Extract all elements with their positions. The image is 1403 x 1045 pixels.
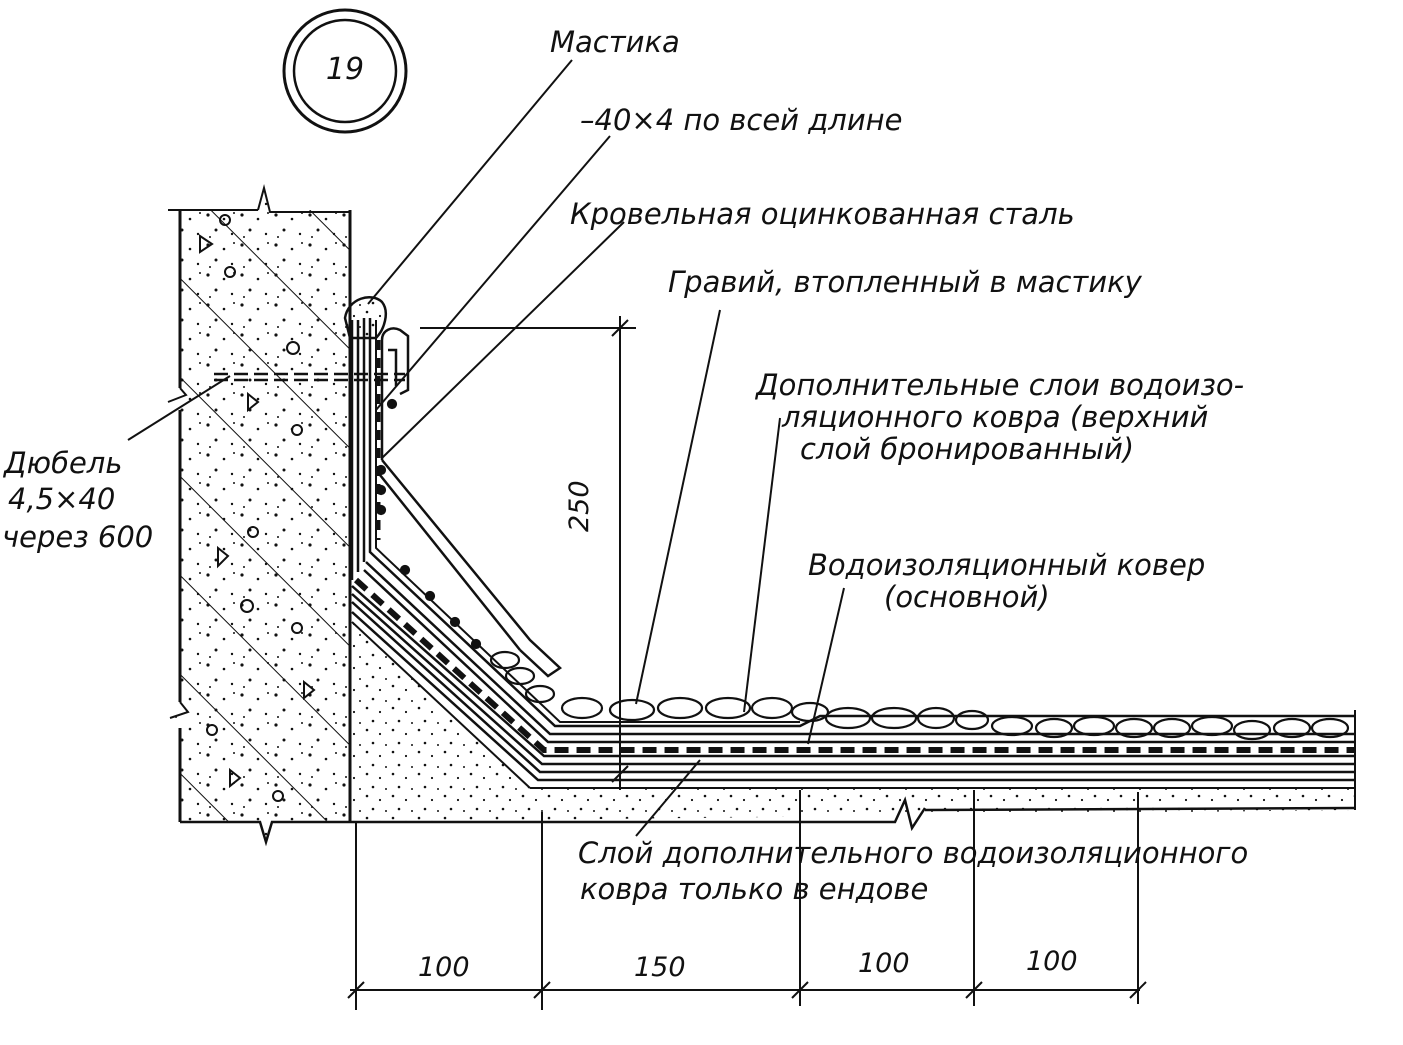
valley-layer-label-line2: ковра только в ендове [580,872,929,906]
leader-lines [127,59,845,837]
extra-layers-label-line2: ляционного ковра (верхний [782,400,1209,434]
extra-layers-label-line1: Дополнительные слои водоизо- [756,368,1245,402]
height-dimension: 250 [564,480,595,532]
dowel [214,372,405,382]
gravel-label: Гравий, втопленный в мастику [668,265,1142,299]
main-carpet-label-line1: Водоизоляционный ковер [808,548,1206,582]
extra-layers-label-line3: слой бронированный) [800,432,1135,466]
concrete-fillet [350,621,1356,832]
dimension-lines [347,316,1147,1010]
dowel-label-line2: 4,5×40 [8,482,116,516]
gravel-layer [375,398,1350,741]
dimension-1: 100 [418,952,470,983]
mastic-seal [343,296,387,340]
dimension-4: 100 [1026,946,1078,977]
mastic-label: Мастика [550,25,680,59]
dowel-label-line3: через 600 [2,520,154,554]
galvanized-steel-flashing [375,327,563,678]
dimension-2: 150 [634,952,686,983]
dimension-3: 100 [858,948,910,979]
detail-number: 19 [325,52,365,87]
valley-layer-label-line1: Слой дополнительного водоизоляционного [578,836,1249,870]
main-carpet-label-line2: (основной) [884,580,1050,614]
detail-number-badge [282,8,408,134]
strip-label: –40×4 по всей длине [580,103,903,137]
parapet-wall [167,184,352,847]
dowel-label-line1: Дюбель [4,446,123,480]
galvanized-steel-label: Кровельная оцинкованная сталь [570,197,1075,231]
